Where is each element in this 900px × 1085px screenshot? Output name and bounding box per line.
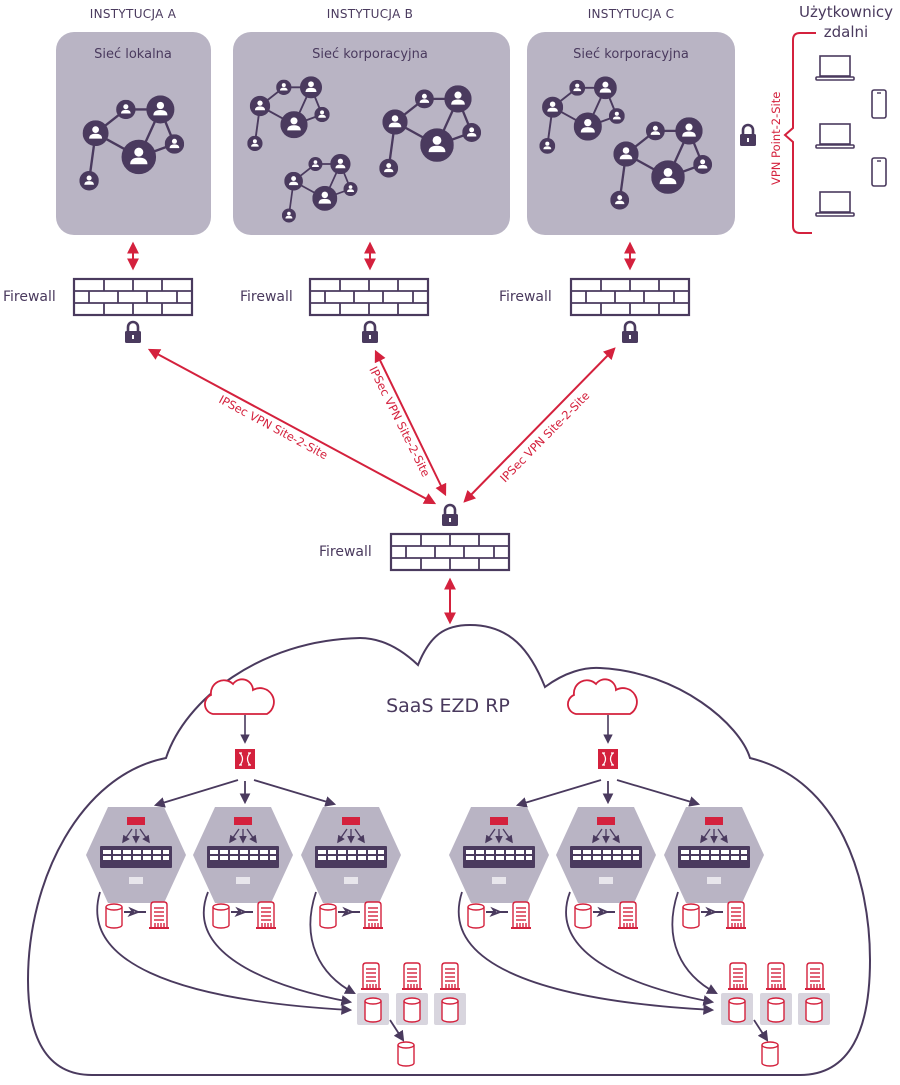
server-icon — [401, 962, 423, 991]
database-icon — [403, 997, 421, 1023]
replication-arrow — [202, 891, 353, 1006]
laptop-icon — [815, 123, 855, 149]
saas-title: SaaS EZD RP — [386, 695, 510, 717]
firewall-label: Firewall — [240, 289, 293, 305]
vpn-link-c — [463, 347, 616, 503]
arrow — [515, 779, 602, 808]
brick-wall-icon — [389, 532, 511, 572]
backup-database-icon — [397, 1041, 415, 1067]
database-icon — [319, 903, 337, 929]
arrow — [616, 779, 701, 807]
vpn-link-c-label: IPSec VPN Site-2-Site — [497, 389, 592, 485]
server-icon — [255, 901, 277, 930]
database-icon — [105, 903, 123, 929]
database-icon — [212, 903, 230, 929]
replication-arrow — [457, 891, 715, 1015]
saas-zone-1 — [86, 678, 466, 1067]
server-icon — [439, 962, 461, 991]
phone-icon — [871, 157, 887, 187]
lock-icon — [123, 320, 143, 345]
laptop-icon — [815, 191, 855, 217]
remote-users: Użytkownicy zdalni VPN Point-2-Site — [738, 3, 893, 234]
firewall-b: Firewall — [240, 241, 430, 345]
institution-a-title: INSTYTUCJA A — [90, 7, 177, 21]
network-label: Sieć korporacyjna — [573, 47, 689, 62]
saas-cloud: SaaS EZD RP — [26, 623, 872, 1076]
database-icon — [767, 997, 785, 1023]
network-label: Sieć korporacyjna — [312, 47, 428, 62]
server-icon — [804, 962, 826, 991]
vpn-link-b-label: IPSec VPN Site-2-Site — [366, 364, 433, 479]
server-icon — [362, 901, 384, 930]
network-label: Sieć lokalna — [94, 47, 172, 62]
lock-icon — [440, 503, 460, 528]
server-icon — [727, 962, 749, 991]
replication-arrow — [565, 891, 715, 1006]
phone-icon — [871, 89, 887, 119]
firewall-c: Firewall — [499, 241, 691, 345]
backup-arrow — [753, 1019, 769, 1042]
database-icon — [805, 997, 823, 1023]
replication-arrow — [96, 891, 353, 1015]
vpn-links: IPSec VPN Site-2-Site IPSec VPN Site-2-S… — [147, 347, 616, 505]
cloud-outline — [26, 623, 872, 1076]
vpn-link-b — [374, 349, 447, 497]
firewall-label: Firewall — [3, 289, 56, 305]
lock-icon — [360, 320, 380, 345]
firewall-a: Firewall — [3, 241, 194, 345]
database-icon — [574, 903, 592, 929]
remote-users-title-line1: Użytkownicy — [799, 3, 893, 21]
replication-arrow — [309, 891, 356, 995]
central-firewall: Firewall — [319, 503, 511, 625]
backup-database-icon — [761, 1041, 779, 1067]
vpn-link-a-label: IPSec VPN Site-2-Site — [217, 392, 331, 462]
server-icon — [360, 962, 382, 991]
brick-wall-icon — [569, 277, 691, 317]
firewall-label: Firewall — [319, 544, 372, 560]
database-icon — [728, 997, 746, 1023]
brick-wall-icon — [72, 277, 194, 317]
database-icon — [441, 997, 459, 1023]
server-icon — [725, 901, 747, 930]
arrow — [253, 779, 337, 807]
laptop-icon — [815, 55, 855, 81]
server-icon — [148, 901, 170, 930]
brick-wall-icon — [308, 277, 430, 317]
server-icon — [617, 901, 639, 930]
lock-icon — [620, 320, 640, 345]
switch-icon — [597, 748, 619, 770]
vpn-link-a — [147, 348, 437, 505]
database-icon — [467, 903, 485, 929]
firewall-label: Firewall — [499, 289, 552, 305]
arrow — [153, 779, 239, 808]
local-network-panel — [56, 32, 211, 235]
database-icon — [682, 903, 700, 929]
institution-c-title: INSTYTUCJA C — [588, 7, 675, 21]
institution-b: INSTYTUCJA B Sieć korporacyjna — [233, 7, 510, 235]
lock-icon — [738, 123, 758, 148]
switch-icon — [234, 748, 256, 770]
server-icon — [765, 962, 787, 991]
corporate-network-panel — [527, 32, 735, 235]
vpn-point-to-site-label: VPN Point-2-Site — [769, 92, 783, 185]
institution-a: INSTYTUCJA A Sieć lokalna — [56, 7, 211, 235]
saas-zone-2 — [449, 678, 830, 1067]
remote-users-title-line2: zdalni — [824, 23, 868, 41]
database-icon — [364, 997, 382, 1023]
server-icon — [510, 901, 532, 930]
replication-arrow — [671, 891, 718, 995]
institution-b-title: INSTYTUCJA B — [327, 7, 413, 21]
vpn-bracket — [783, 32, 816, 234]
backup-arrow — [389, 1019, 405, 1042]
institution-c: INSTYTUCJA C Sieć korporacyjna — [527, 7, 735, 235]
